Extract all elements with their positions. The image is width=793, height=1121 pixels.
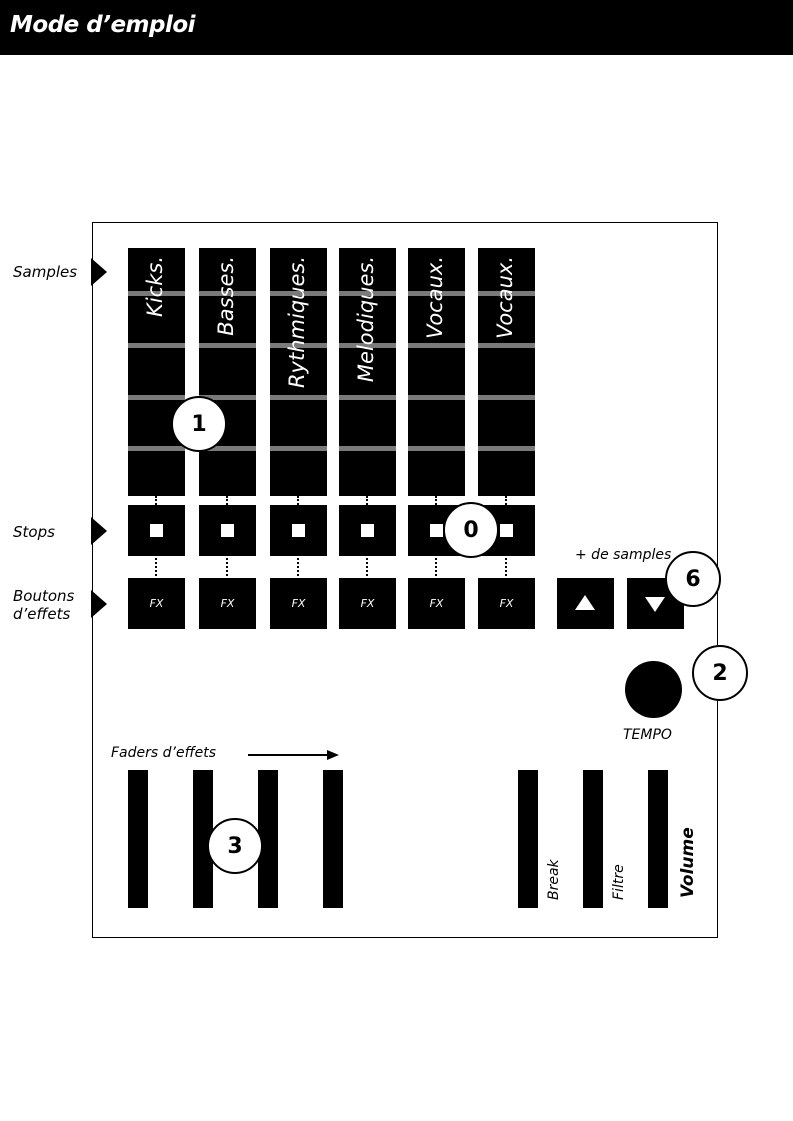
grid-line: [128, 291, 185, 296]
grid-line: [339, 291, 396, 296]
callout-2: 2: [692, 645, 748, 701]
fx-button[interactable]: FX: [339, 578, 396, 629]
effect-fader[interactable]: [323, 770, 343, 908]
callout-3: 3: [207, 818, 263, 874]
tempo-knob[interactable]: [625, 661, 682, 718]
effects-label-line2: d’effets: [13, 605, 71, 623]
grid-line: [270, 446, 327, 451]
connector-dots: [155, 496, 157, 505]
fx-button[interactable]: FX: [199, 578, 256, 629]
sample-column-vocaux-2[interactable]: Vocaux.: [478, 248, 535, 496]
grid-line: [408, 395, 465, 400]
fx-button[interactable]: FX: [128, 578, 185, 629]
column-label: Vocaux.: [493, 256, 517, 339]
column-label: Vocaux.: [423, 256, 447, 339]
connector-dots: [435, 496, 437, 505]
grid-line: [408, 343, 465, 348]
grid-line: [339, 343, 396, 348]
stops-pointer-icon: [91, 517, 107, 545]
grid-line: [270, 343, 327, 348]
sample-column-rythmiques[interactable]: Rythmiques.: [270, 248, 327, 496]
grid-line: [199, 395, 256, 400]
effects-pointer-icon: [91, 590, 107, 618]
stop-button-basses[interactable]: [199, 505, 256, 556]
effect-fader[interactable]: [128, 770, 148, 908]
column-label: Rythmiques.: [285, 256, 309, 389]
volume-fader[interactable]: [648, 770, 668, 908]
stop-icon: [430, 524, 443, 537]
connector-dots: [297, 496, 299, 505]
connector-dots: [366, 496, 368, 505]
break-fader[interactable]: [518, 770, 538, 908]
connector-dots: [226, 496, 228, 505]
effects-label-line1: Boutons: [13, 587, 75, 605]
callout-1: 1: [171, 396, 227, 452]
grid-line: [270, 395, 327, 400]
filter-label: Filtre: [611, 864, 627, 900]
triangle-up-icon: [575, 595, 595, 610]
break-label: Break: [546, 859, 562, 900]
arrow-right-icon: [248, 754, 330, 756]
header-bar: Mode d’emploi: [0, 0, 793, 55]
connector-dots: [297, 558, 299, 576]
grid-line: [199, 291, 256, 296]
fx-button[interactable]: FX: [408, 578, 465, 629]
samples-label: Samples: [13, 263, 78, 281]
samples-pointer-icon: [91, 258, 107, 286]
page-title: Mode d’emploi: [10, 12, 196, 38]
grid-line: [408, 291, 465, 296]
filter-fader[interactable]: [583, 770, 603, 908]
stops-label: Stops: [13, 523, 55, 541]
effect-fader[interactable]: [193, 770, 213, 908]
connector-dots: [505, 558, 507, 576]
column-label: Melodiques.: [354, 256, 378, 383]
grid-line: [199, 446, 256, 451]
grid-line: [478, 291, 535, 296]
grid-line: [128, 343, 185, 348]
volume-label: Volume: [678, 827, 698, 898]
connector-dots: [366, 558, 368, 576]
stop-icon: [292, 524, 305, 537]
grid-line: [270, 291, 327, 296]
effect-faders-label: Faders d’effets: [111, 745, 217, 761]
stop-icon: [221, 524, 234, 537]
grid-line: [408, 446, 465, 451]
tempo-label: TEMPO: [623, 727, 672, 743]
sample-column-basses[interactable]: Basses.: [199, 248, 256, 496]
stop-icon: [500, 524, 513, 537]
arrow-head-icon: [327, 750, 339, 760]
grid-line: [339, 395, 396, 400]
stop-button-melodiques[interactable]: [339, 505, 396, 556]
grid-line: [199, 343, 256, 348]
callout-0: 0: [443, 502, 499, 558]
column-label: Kicks.: [143, 256, 167, 317]
grid-line: [339, 446, 396, 451]
column-label: Basses.: [214, 256, 238, 336]
sample-column-melodiques[interactable]: Melodiques.: [339, 248, 396, 496]
grid-line: [128, 446, 185, 451]
grid-line: [128, 395, 185, 400]
effects-buttons-label: Boutons d’effets: [13, 587, 74, 623]
callout-6: 6: [665, 551, 721, 607]
stop-icon: [150, 524, 163, 537]
stop-button-kicks[interactable]: [128, 505, 185, 556]
controller-frame: [92, 222, 718, 938]
scroll-up-button[interactable]: [557, 578, 614, 629]
grid-line: [478, 395, 535, 400]
fx-button[interactable]: FX: [270, 578, 327, 629]
sample-column-kicks[interactable]: Kicks.: [128, 248, 185, 496]
connector-dots: [226, 558, 228, 576]
stop-icon: [361, 524, 374, 537]
connector-dots: [155, 558, 157, 576]
grid-line: [478, 343, 535, 348]
grid-line: [478, 446, 535, 451]
stop-button-rythmiques[interactable]: [270, 505, 327, 556]
sample-column-vocaux-1[interactable]: Vocaux.: [408, 248, 465, 496]
triangle-down-icon: [645, 597, 665, 612]
effect-fader[interactable]: [258, 770, 278, 908]
fx-button[interactable]: FX: [478, 578, 535, 629]
connector-dots: [505, 496, 507, 505]
more-samples-label: + de samples: [575, 547, 672, 563]
connector-dots: [435, 558, 437, 576]
